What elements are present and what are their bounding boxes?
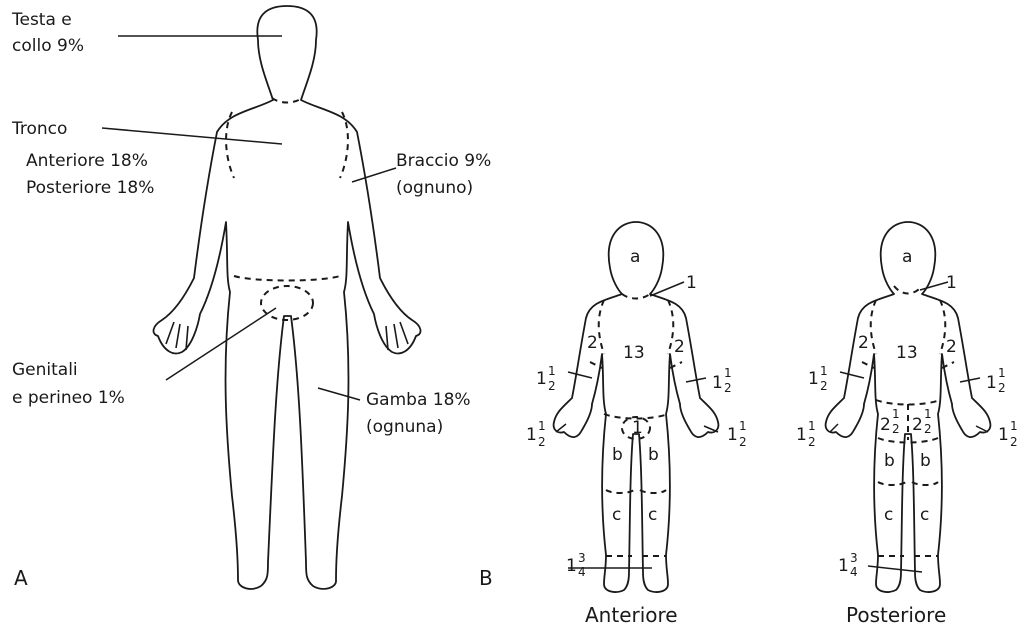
front-right-forearm-whole: 1	[712, 373, 723, 393]
back-right-buttock-num: 1	[924, 407, 932, 421]
front-foot-num: 3	[578, 551, 586, 565]
back-right-forearm-whole: 1	[986, 373, 997, 393]
back-right-buttock-whole: 2	[912, 415, 923, 435]
back-left-forearm-den: 2	[820, 379, 828, 393]
back-right-forearm-den: 2	[998, 381, 1006, 395]
front-right-hand-whole: 1	[727, 425, 738, 445]
back-head-label: a	[902, 247, 912, 267]
front-caption: Anteriore	[585, 603, 678, 627]
arm-label-line1: Braccio 9%	[396, 151, 491, 171]
back-right-lowerleg-label: c	[920, 505, 929, 525]
back-right-hand-whole: 1	[998, 425, 1009, 445]
back-caption: Posteriore	[846, 603, 946, 627]
trunk-label-title: Tronco	[11, 119, 67, 139]
front-right-hand-num: 1	[739, 419, 747, 433]
front-left-hand-whole: 1	[526, 425, 537, 445]
back-neck-label: 1	[946, 273, 957, 293]
back-foot-whole: 1	[838, 556, 849, 576]
head-label-line1: Testa e	[11, 10, 72, 30]
front-genital-label: 1	[632, 418, 643, 438]
back-foot-num: 3	[850, 551, 858, 565]
front-left-hand-den: 2	[538, 435, 546, 449]
front-right-forearm-den: 2	[724, 381, 732, 395]
front-foot-den: 4	[578, 565, 586, 579]
back-left-buttock-den: 2	[892, 422, 900, 436]
front-head-label: a	[630, 247, 640, 267]
back-left-forearm-whole: 1	[808, 369, 819, 389]
back-right-hand-num: 1	[1010, 419, 1018, 433]
front-right-forearm-num: 1	[724, 366, 732, 380]
genital-label-line1: Genitali	[12, 360, 78, 380]
back-left-hand-den: 2	[808, 435, 816, 449]
front-foot-whole: 1	[566, 556, 577, 576]
back-left-thigh-label: b	[884, 451, 895, 471]
front-right-hand-den: 2	[739, 435, 747, 449]
front-left-hand-num: 1	[538, 419, 546, 433]
back-left-upperarm-label: 2	[858, 333, 869, 353]
leg-label-line2: (ognuna)	[366, 417, 443, 437]
back-right-hand-den: 2	[1010, 435, 1018, 449]
front-left-thigh-label: b	[612, 445, 623, 465]
back-right-forearm-num: 1	[998, 366, 1006, 380]
back-left-buttock-whole: 2	[880, 415, 891, 435]
front-neck-label: 1	[686, 273, 697, 293]
back-trunk-label: 13	[896, 343, 918, 363]
front-left-upperarm-label: 2	[587, 333, 598, 353]
back-right-thigh-label: b	[920, 451, 931, 471]
head-label-line2: collo 9%	[12, 36, 84, 56]
back-left-hand-num: 1	[808, 419, 816, 433]
arm-label-line2: (ognuno)	[396, 178, 473, 198]
front-trunk-label: 13	[623, 343, 645, 363]
adult-body-outline	[153, 6, 420, 589]
back-left-hand-whole: 1	[796, 425, 807, 445]
trunk-label-back: Posteriore 18%	[26, 178, 154, 198]
front-left-forearm-whole: 1	[536, 369, 547, 389]
front-right-thigh-label: b	[648, 445, 659, 465]
adult-figure	[102, 6, 421, 589]
back-left-forearm-num: 1	[820, 364, 828, 378]
back-left-buttock-num: 1	[892, 407, 900, 421]
child-back-figure	[826, 222, 991, 592]
front-left-forearm-den: 2	[548, 379, 556, 393]
back-foot-den: 4	[850, 565, 858, 579]
back-left-lowerleg-label: c	[884, 505, 893, 525]
front-right-lowerleg-label: c	[648, 505, 657, 525]
front-left-forearm-num: 1	[548, 364, 556, 378]
back-right-buttock-den: 2	[924, 422, 932, 436]
trunk-label-front: Anteriore 18%	[26, 151, 148, 171]
back-right-upperarm-label: 2	[946, 337, 957, 357]
front-left-lowerleg-label: c	[612, 505, 621, 525]
front-right-upperarm-label: 2	[674, 337, 685, 357]
leg-label-line1: Gamba 18%	[366, 390, 471, 410]
panel-b-letter: B	[479, 566, 493, 590]
genital-label-line2: e perineo 1%	[12, 388, 125, 408]
panel-a-letter: A	[14, 566, 28, 590]
